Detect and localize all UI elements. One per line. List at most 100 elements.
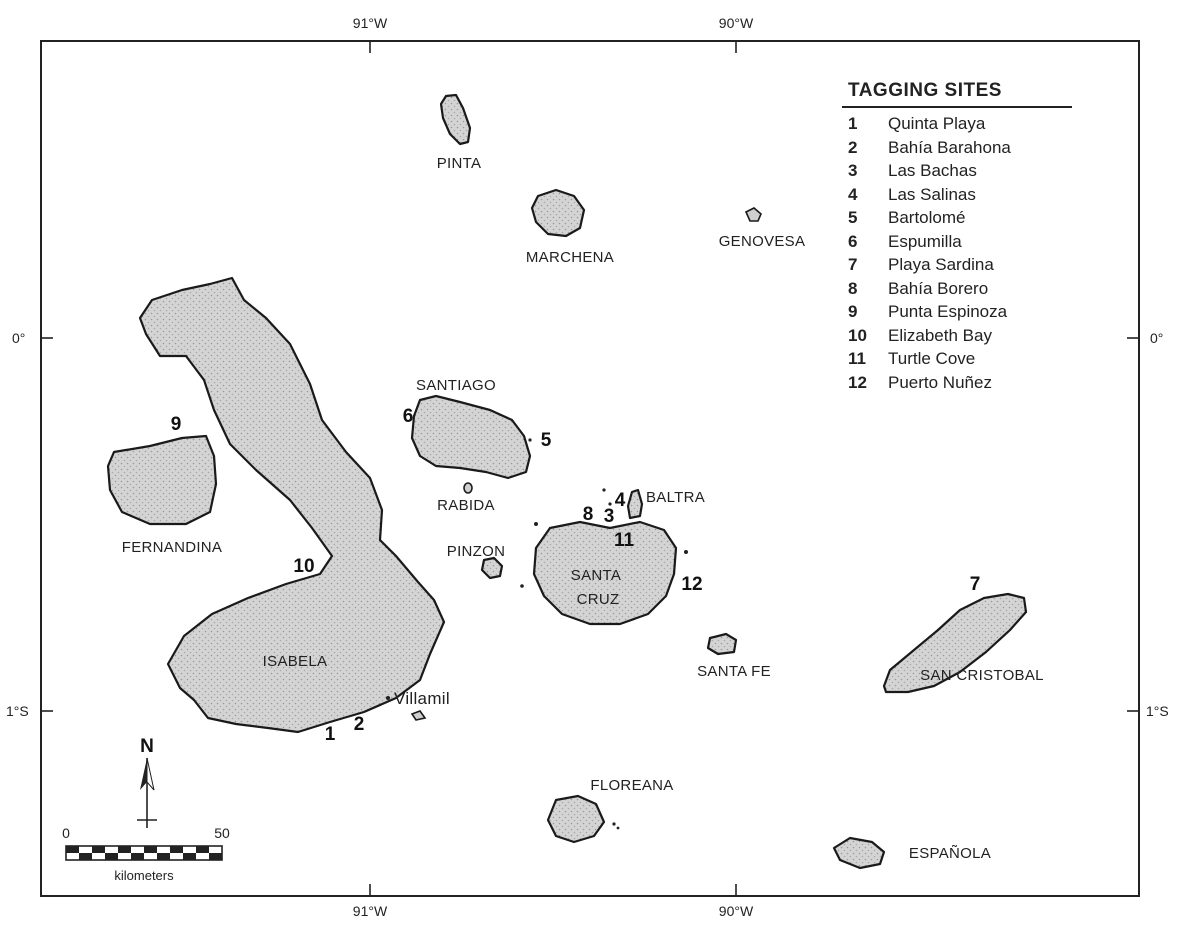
villamil-islet: [410, 710, 427, 721]
legend-item: 11 Turtle Cove: [842, 347, 1072, 371]
label-san-cristobal: SAN CRISTOBAL: [920, 667, 1044, 684]
baltra-island: [626, 488, 644, 520]
map-frame: [40, 40, 1140, 897]
site-marker-12: 12: [681, 574, 702, 595]
legend-item-number: 5: [848, 208, 858, 227]
tick-bottom-90w: 90°W: [719, 903, 754, 919]
pinta-island: [439, 93, 472, 146]
legend-item-name: Punta Espinoza: [888, 302, 1008, 321]
minor-islets: [386, 438, 688, 830]
legend-item: 6 Espumilla: [842, 230, 1072, 254]
label-espanola: ESPAÑOLA: [909, 845, 991, 862]
legend-item: 1 Quinta Playa: [842, 112, 1072, 136]
tagging-sites-legend: TAGGING SITES 1 Quinta Playa 2 Bahía Baraho…: [842, 80, 1072, 394]
isabela-island: [138, 276, 446, 734]
fernandina-island: [106, 434, 218, 526]
site-marker-10: 10: [293, 556, 314, 577]
tick-left-1s: 1°S: [6, 703, 29, 719]
legend-item: 12 Puerto Nuñez: [842, 371, 1072, 395]
legend-item-name: Quinta Playa: [888, 114, 986, 133]
site-marker-1: 1: [325, 724, 336, 745]
santa-fe-island: [706, 632, 738, 656]
legend-item: 8 Bahía Borero: [842, 277, 1072, 301]
marchena-island: [530, 188, 586, 238]
site-marker-7: 7: [970, 574, 981, 595]
legend-item-number: 1: [848, 114, 858, 133]
legend-item-number: 2: [848, 137, 858, 157]
rabida-island: [463, 482, 473, 494]
scale-unit-label: kilometers: [114, 868, 174, 883]
site-marker-8: 8: [583, 504, 594, 525]
label-pinzon: PINZON: [447, 543, 505, 560]
legend-item-name: Las Bachas: [888, 161, 977, 180]
santiago-island: [410, 394, 532, 480]
scale-bar: 0 50 kilometers: [62, 825, 230, 883]
label-pinta: PINTA: [437, 155, 482, 172]
north-arrow: N: [137, 736, 157, 828]
tick-top-91w: 91°W: [353, 15, 388, 31]
legend-item-number: 7: [848, 255, 858, 274]
label-fernandina: FERNANDINA: [122, 539, 223, 556]
site-marker-2: 2: [354, 714, 365, 735]
legend-item-name: Puerto Nuñez: [888, 372, 992, 392]
legend-item-name: Bartolomé: [888, 208, 966, 227]
label-genovesa: GENOVESA: [719, 233, 806, 250]
legend-list: 1 Quinta Playa 2 Bahía Barahona 3 Las Bachas 4…: [842, 112, 1072, 394]
tick-right-equator: 0°: [1150, 330, 1163, 346]
legend-title: TAGGING SITES: [842, 80, 1072, 108]
legend-item: 4 Las Salinas: [842, 183, 1072, 207]
legend-item: 3 Las Bachas: [842, 159, 1072, 183]
legend-item-name: Las Salinas: [888, 184, 976, 204]
site-marker-9: 9: [171, 414, 182, 435]
legend-item: 9 Punta Espinoza: [842, 300, 1072, 324]
site-marker-4: 4: [615, 490, 626, 511]
legend-item-number: 9: [848, 302, 858, 321]
label-santiago: SANTIAGO: [416, 377, 496, 394]
genovesa-island: [744, 207, 762, 222]
legend-item: 2 Bahía Barahona: [842, 136, 1072, 160]
scale-max-label: 50: [214, 825, 230, 841]
north-label: N: [140, 736, 154, 757]
pinzon-island: [480, 556, 504, 580]
legend-item-number: 8: [848, 278, 858, 298]
legend-item-number: 12: [848, 372, 867, 392]
tick-left-equator: 0°: [12, 330, 25, 346]
tick-top-90w: 90°W: [719, 15, 754, 31]
legend-item: 7 Playa Sardina: [842, 253, 1072, 277]
site-marker-3: 3: [604, 506, 615, 527]
legend-item-number: 3: [848, 161, 858, 180]
label-santa-cruz-2: CRUZ: [577, 591, 620, 608]
label-marchena: MARCHENA: [526, 249, 614, 266]
espanola-island: [832, 836, 886, 870]
label-isabela: ISABELA: [263, 653, 328, 670]
legend-item-name: Bahía Borero: [888, 278, 989, 298]
tick-bottom-91w: 91°W: [353, 903, 388, 919]
label-rabida: RABIDA: [437, 497, 495, 514]
legend-item-name: Playa Sardina: [888, 255, 994, 274]
label-floreana: FLOREANA: [590, 777, 673, 794]
legend-item-name: Elizabeth Bay: [888, 325, 992, 345]
floreana-island: [546, 794, 606, 844]
legend-item-number: 10: [848, 325, 867, 345]
legend-item-number: 6: [848, 231, 858, 251]
graticule-ticks: [41, 41, 1139, 896]
scale-min-label: 0: [62, 825, 70, 841]
site-marker-6: 6: [403, 406, 414, 427]
legend-item: 5 Bartolomé: [842, 206, 1072, 230]
site-marker-5: 5: [541, 430, 552, 451]
legend-item-number: 4: [848, 184, 858, 204]
legend-item: 10 Elizabeth Bay: [842, 324, 1072, 348]
santa-cruz-island: [532, 520, 678, 626]
label-santa-fe: SANTA FE: [697, 663, 771, 680]
label-baltra: BALTRA: [646, 489, 705, 506]
legend-item-number: 11: [848, 349, 866, 368]
san-cristobal-island: [882, 592, 1028, 694]
legend-item-name: Turtle Cove: [888, 349, 976, 368]
site-marker-11: 11: [614, 530, 635, 551]
label-villamil: Villamil: [394, 689, 450, 708]
legend-item-name: Espumilla: [888, 231, 962, 251]
tick-right-1s: 1°S: [1146, 703, 1169, 719]
legend-item-name: Bahía Barahona: [888, 137, 1011, 157]
label-santa-cruz-1: SANTA: [571, 567, 621, 584]
